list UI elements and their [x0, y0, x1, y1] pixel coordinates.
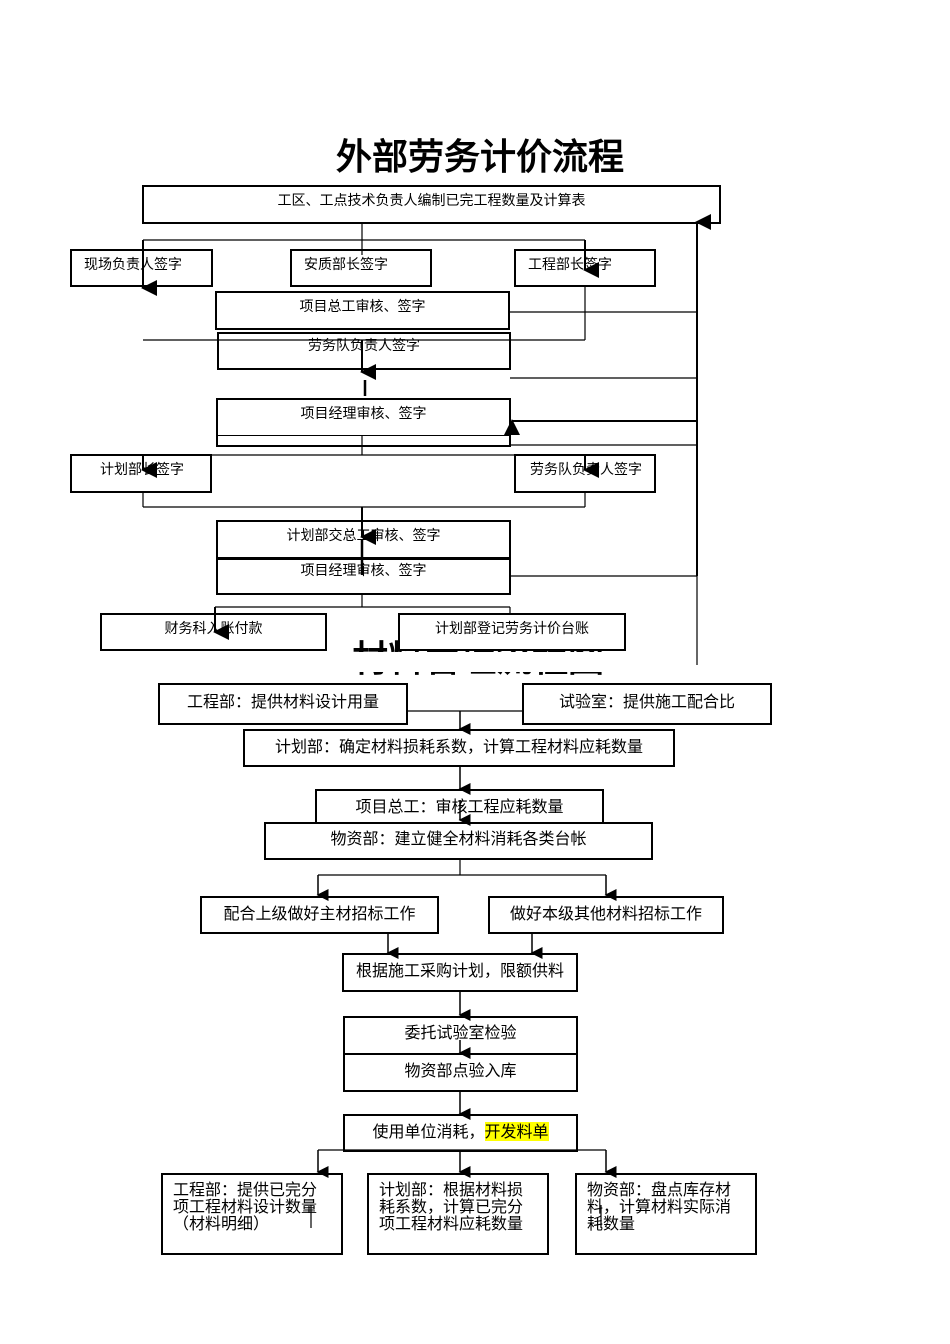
labor-team-sign-box-2: 劳务队负责人签字 [514, 454, 656, 493]
pm-review-box-2: 项目经理审核、签字 [216, 558, 511, 595]
lab-inspection-box: 委托试验室检验 [343, 1016, 578, 1055]
labor-ledger-box: 计划部登记劳务计价台账 [398, 613, 626, 651]
plan-loss-box: 计划部：确定材料损耗系数，计算工程材料应耗数量 [243, 729, 675, 767]
title-overlap-mask [330, 652, 620, 672]
engineering-head-sign-box: 工程部长签字 [514, 249, 656, 287]
prepare-quantity-box: 工区、工点技术负责人编制已完工程数量及计算表 [142, 185, 721, 224]
planning-to-chief-review-box: 计划部交总工审核、签字 [216, 520, 511, 559]
chief-review-qty-box: 项目总工：审核工程应耗数量 [315, 789, 604, 824]
lab-mix-ratio-box: 试验室：提供施工配合比 [522, 683, 772, 725]
pm-review-box: 项目经理审核、签字 [216, 398, 511, 437]
labor-team-sign-box: 劳务队负责人签字 [217, 332, 511, 370]
flow1-title: 外部劳务计价流程 [336, 136, 625, 178]
usage-consumption-box: 使用单位消耗，开发料单 [343, 1114, 578, 1152]
other-material-bid-box: 做好本级其他材料招标工作 [488, 896, 724, 934]
supplies-stock-count-box: 物资部：盘点库存材料，计算材料实际消耗数量 [575, 1173, 757, 1255]
usage-consumption-label: 使用单位消耗， [372, 1122, 485, 1141]
supplies-acceptance-box: 物资部点验入库 [343, 1053, 578, 1092]
chief-engineer-review-box: 项目总工审核、签字 [215, 291, 510, 330]
main-material-bid-box: 配合上级做好主材招标工作 [200, 896, 439, 934]
safety-head-sign-box: 安质部长签字 [290, 249, 432, 287]
planning-head-sign-box: 计划部长签字 [70, 454, 212, 493]
site-leader-sign-box: 现场负责人签字 [70, 249, 213, 287]
pm-review-box-lower [216, 435, 511, 447]
supplies-ledger-box: 物资部：建立健全材料消耗各类台帐 [264, 822, 653, 860]
eng-provide-qty-box: 工程部：提供已完分项工程材料设计数量（材料明细） [161, 1173, 343, 1255]
quota-supply-box: 根据施工采购计划，限额供料 [342, 953, 578, 992]
eng-design-qty-box: 工程部：提供材料设计用量 [158, 683, 408, 725]
finance-payment-box: 财务科入账付款 [100, 613, 327, 651]
issue-material-slip-highlight: 开发料单 [484, 1122, 549, 1141]
plan-calc-qty-box: 计划部：根据材料损耗系数，计算已完分项工程材料应耗数量 [367, 1173, 549, 1255]
